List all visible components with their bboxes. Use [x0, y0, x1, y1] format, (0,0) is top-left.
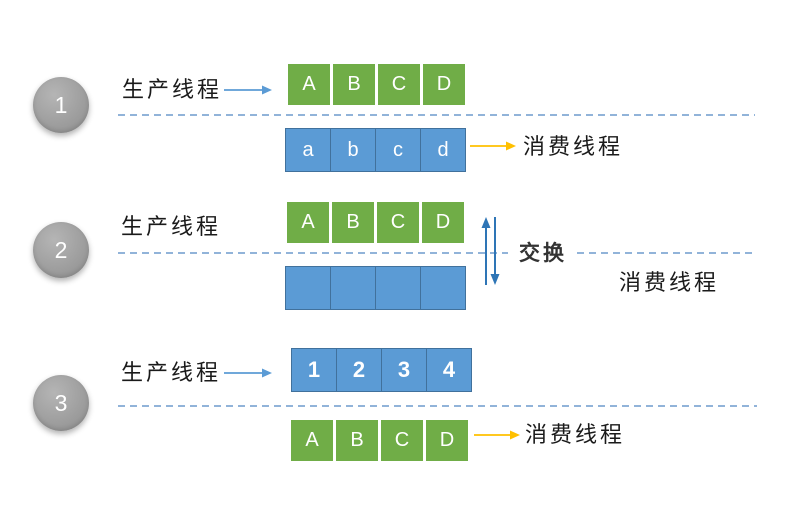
buffer-cell: A: [287, 202, 329, 243]
producer-arrow-icon: [224, 368, 272, 378]
buffer-cell: 3: [381, 348, 427, 392]
consumer-label-2: 消费线程: [619, 270, 720, 295]
consumer-label-1: 消费线程: [523, 134, 624, 159]
producer-label-2: 生产线程: [121, 214, 222, 239]
step-badge-1: 1: [33, 77, 89, 133]
step-number: 2: [54, 236, 68, 263]
buffer-cell: D: [426, 420, 468, 461]
buffer-cell: a: [285, 128, 331, 172]
consumer-buffer-2-empty: [285, 266, 466, 310]
buffer-cell: C: [377, 202, 419, 243]
producer-buffer-1: A B C D: [288, 64, 465, 105]
divider-dashed-line-3: [118, 405, 757, 407]
buffer-cell: A: [288, 64, 330, 105]
buffer-cell: D: [423, 64, 465, 105]
buffer-cell: c: [375, 128, 421, 172]
step-number: 3: [54, 389, 68, 416]
buffer-cell: 2: [336, 348, 382, 392]
buffer-cell: 4: [426, 348, 472, 392]
buffer-cell: D: [422, 202, 464, 243]
buffer-cell: 1: [291, 348, 337, 392]
buffer-cell: [375, 266, 421, 310]
step-badge-2: 2: [33, 222, 89, 278]
buffer-cell: C: [378, 64, 420, 105]
producer-label-1: 生产线程: [122, 77, 223, 102]
divider-dashed-line-2-right: [577, 252, 757, 254]
buffer-cell: b: [330, 128, 376, 172]
divider-dashed-line-1: [118, 114, 755, 116]
consumer-arrow-icon: [474, 430, 520, 440]
buffer-cell: B: [336, 420, 378, 461]
buffer-cell: d: [420, 128, 466, 172]
buffer-cell: A: [291, 420, 333, 461]
consumer-label-3: 消费线程: [525, 422, 626, 447]
buffer-cell: B: [332, 202, 374, 243]
buffer-cell: B: [333, 64, 375, 105]
buffer-cell: [420, 266, 466, 310]
producer-buffer-2: A B C D: [287, 202, 464, 243]
producer-buffer-3: 1 2 3 4: [291, 348, 472, 392]
producer-arrow-icon: [224, 85, 272, 95]
divider-dashed-line-2-left: [118, 252, 508, 254]
step-number: 1: [54, 91, 68, 118]
producer-label-3: 生产线程: [121, 360, 222, 385]
swap-label: 交换: [519, 241, 567, 265]
consumer-buffer-1: a b c d: [285, 128, 466, 172]
step-badge-3: 3: [33, 375, 89, 431]
buffer-cell: [285, 266, 331, 310]
buffer-cell: C: [381, 420, 423, 461]
swap-arrows-icon: [481, 217, 500, 285]
consumer-arrow-icon: [470, 141, 516, 151]
buffer-cell: [330, 266, 376, 310]
consumer-buffer-3: A B C D: [291, 420, 468, 461]
